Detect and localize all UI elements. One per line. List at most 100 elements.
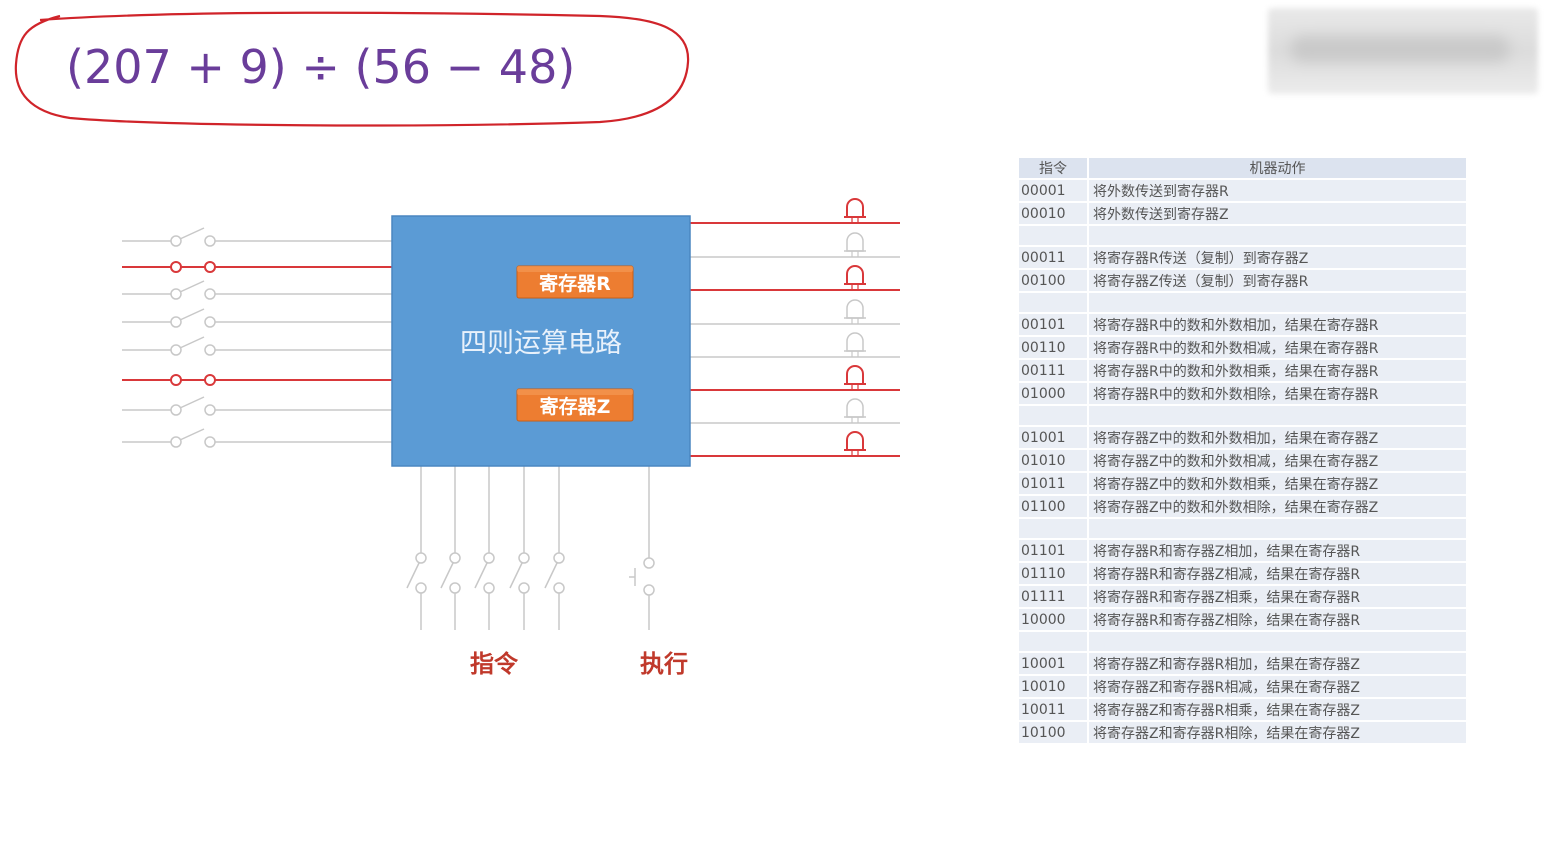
- register-r-chip: 寄存器R: [516, 265, 634, 299]
- header-machine-action: 机器动作: [1089, 158, 1466, 178]
- machine-action: 将寄存器R中的数和外数相除，结果在寄存器R: [1089, 383, 1466, 404]
- machine-action: 将寄存器R和寄存器Z相加，结果在寄存器R: [1089, 540, 1466, 561]
- header-instruction: 指令: [1019, 158, 1089, 178]
- machine-action: 将寄存器Z传送（复制）到寄存器R: [1089, 270, 1466, 291]
- machine-action: [1089, 406, 1466, 425]
- instruction-switch[interactable]: [474, 466, 495, 630]
- expression-group: (207 + 9) ÷ (56 − 48): [14, 11, 690, 127]
- machine-action: 将外数传送到寄存器R: [1089, 180, 1466, 201]
- blurred-thumbnail: [1268, 8, 1538, 94]
- instruction-caption: 指令: [470, 649, 519, 678]
- instruction-code: [1019, 519, 1089, 538]
- register-z-label: 寄存器Z: [540, 395, 611, 418]
- output-wires: [690, 198, 900, 457]
- output-lamp: [690, 198, 900, 224]
- machine-action: 将寄存器R中的数和外数相乘，结果在寄存器R: [1089, 360, 1466, 381]
- instruction-code: 10100: [1019, 722, 1089, 743]
- instruction-code: 00010: [1019, 203, 1089, 224]
- instruction-code: 10011: [1019, 699, 1089, 720]
- output-lamp: [690, 299, 900, 325]
- input-switch[interactable]: [122, 428, 392, 448]
- instruction-code: 10010: [1019, 676, 1089, 697]
- instruction-code: [1019, 226, 1089, 245]
- instruction-code: 00001: [1019, 180, 1089, 201]
- expression-text: (207 + 9) ÷ (56 − 48): [66, 40, 575, 94]
- instruction-code: 01110: [1019, 563, 1089, 584]
- machine-action: 将寄存器Z和寄存器R相除，结果在寄存器Z: [1089, 722, 1466, 743]
- instruction-code: [1019, 293, 1089, 312]
- machine-action: [1089, 519, 1466, 538]
- input-wires: [122, 227, 392, 448]
- machine-action: 将寄存器R传送（复制）到寄存器Z: [1089, 247, 1466, 268]
- instruction-switch[interactable]: [440, 466, 461, 630]
- output-lamp: [690, 332, 900, 358]
- machine-action: 将寄存器Z和寄存器R相加，结果在寄存器Z: [1089, 653, 1466, 674]
- execute-button[interactable]: [629, 466, 655, 630]
- output-lamp: [690, 232, 900, 258]
- machine-action: 将寄存器Z中的数和外数相加，结果在寄存器Z: [1089, 427, 1466, 448]
- machine-action: 将寄存器R中的数和外数相减，结果在寄存器R: [1089, 337, 1466, 358]
- machine-action: 将寄存器R和寄存器Z相乘，结果在寄存器R: [1089, 586, 1466, 607]
- instruction-code: 01001: [1019, 427, 1089, 448]
- instruction-code: 00110: [1019, 337, 1089, 358]
- instruction-code: 01111: [1019, 586, 1089, 607]
- instruction-code: [1019, 406, 1089, 425]
- output-lamp: [690, 265, 900, 291]
- instruction-switch[interactable]: [544, 466, 565, 630]
- table-row: [1019, 519, 1466, 538]
- machine-action: 将寄存器R中的数和外数相加，结果在寄存器R: [1089, 314, 1466, 335]
- input-switch[interactable]: [122, 261, 392, 273]
- instruction-code: 00011: [1019, 247, 1089, 268]
- instruction-code: 01101: [1019, 540, 1089, 561]
- output-lamp: [690, 431, 900, 457]
- instruction-wires: [406, 466, 655, 630]
- machine-action: 将外数传送到寄存器Z: [1089, 203, 1466, 224]
- block-label: 四则运算电路: [460, 328, 622, 359]
- blurred-content: [1290, 36, 1510, 62]
- table-header-row: 指令 机器动作: [1019, 158, 1466, 178]
- machine-action: 将寄存器Z中的数和外数相减，结果在寄存器Z: [1089, 450, 1466, 471]
- input-switch[interactable]: [122, 227, 392, 247]
- instruction-code: [1019, 632, 1089, 651]
- execute-caption: 执行: [640, 649, 688, 678]
- input-switch[interactable]: [122, 396, 392, 416]
- register-z-chip: 寄存器Z: [516, 388, 634, 422]
- input-switch[interactable]: [122, 308, 392, 328]
- arithmetic-circuit-block: [391, 215, 691, 467]
- instruction-switch[interactable]: [509, 466, 530, 630]
- machine-action: 将寄存器Z中的数和外数相除，结果在寄存器Z: [1089, 496, 1466, 517]
- instruction-code: 01100: [1019, 496, 1089, 517]
- instruction-switch[interactable]: [406, 466, 427, 630]
- machine-action: 将寄存器Z和寄存器R相乘，结果在寄存器Z: [1089, 699, 1466, 720]
- machine-action: [1089, 632, 1466, 651]
- input-switch[interactable]: [122, 336, 392, 356]
- input-switch[interactable]: [122, 374, 392, 386]
- expression-outline: [14, 11, 690, 127]
- instruction-code: 00101: [1019, 314, 1089, 335]
- register-r-label: 寄存器R: [539, 272, 611, 295]
- output-lamp: [690, 398, 900, 424]
- input-switch[interactable]: [122, 280, 392, 300]
- machine-action: [1089, 226, 1466, 245]
- machine-action: 将寄存器R和寄存器Z相除，结果在寄存器R: [1089, 609, 1466, 630]
- machine-action: [1089, 293, 1466, 312]
- table-row: [1019, 226, 1466, 245]
